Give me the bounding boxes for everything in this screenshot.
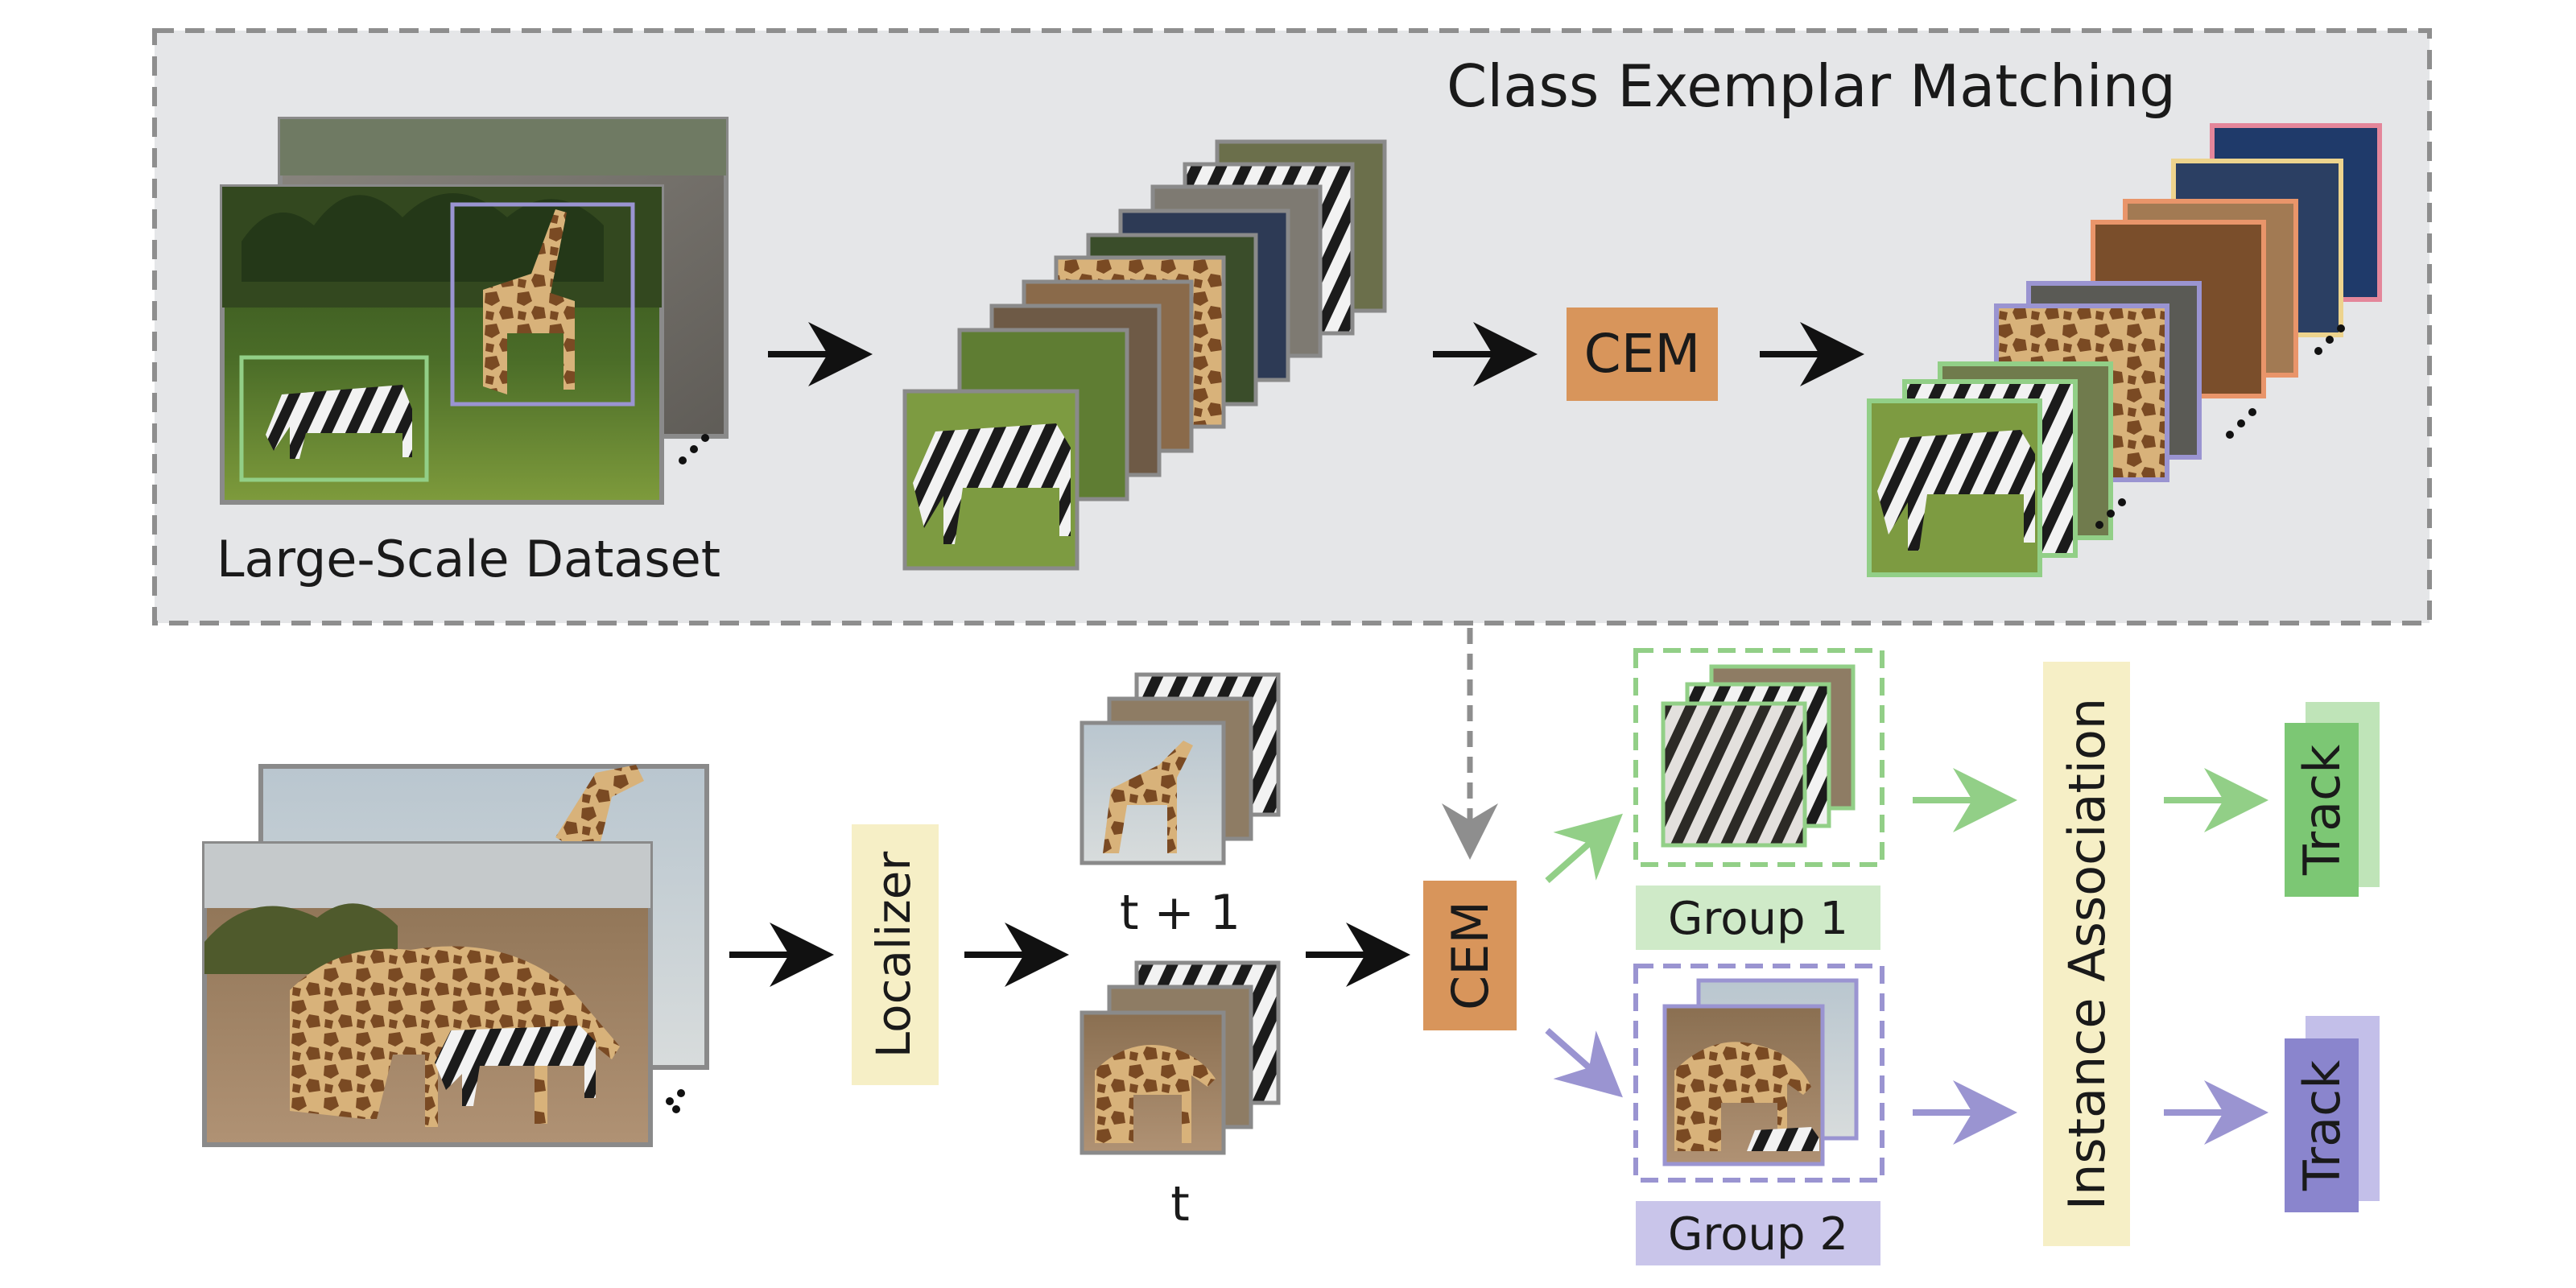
panel-title: Class Exemplar Matching [1447,52,2176,120]
giraffe-bbox [450,202,635,407]
localizer-box [852,824,939,1085]
track2-label: Track [2293,1060,2351,1191]
instance-association-label: Instance Association [2058,698,2116,1210]
instance-association-box [2043,662,2130,1246]
group1-label-bg [1636,886,1880,950]
group2-label: Group 2 [1668,1208,1848,1261]
group1-label: Group 1 [1668,893,1848,945]
cem-top-box [1567,308,1718,401]
group1-frame [1633,648,1885,867]
detections-t [1080,960,1281,1155]
dataset-label: Large-Scale Dataset [217,530,720,588]
group2-stack [1662,978,1859,1166]
frame-label-t-plus-1: t + 1 [1120,885,1241,941]
video-frames [202,764,709,1147]
track1-label: Track [2293,745,2351,876]
detections-t-plus-1 [1080,672,1281,865]
cem-top-label: CEM [1584,323,1701,385]
crops-stack [902,139,1387,571]
frame-label-t: t [1170,1176,1190,1232]
group1-stack [1661,664,1856,848]
track2-front [2285,1038,2359,1212]
dataset-image-stack [220,117,729,505]
track1-front [2285,723,2359,897]
group2-label-bg [1636,1201,1880,1265]
arrow-cem-to-group2 [1545,1028,1623,1098]
cem-bottom-label: CEM [1441,901,1500,1010]
arrow-cem-to-group1 [1545,813,1623,883]
group2-frame [1633,964,1885,1183]
class-exemplar-stacks [1867,123,2382,577]
zebra-bbox [239,355,429,482]
localizer-label: Localizer [866,852,921,1059]
cem-bottom-box [1423,881,1517,1030]
